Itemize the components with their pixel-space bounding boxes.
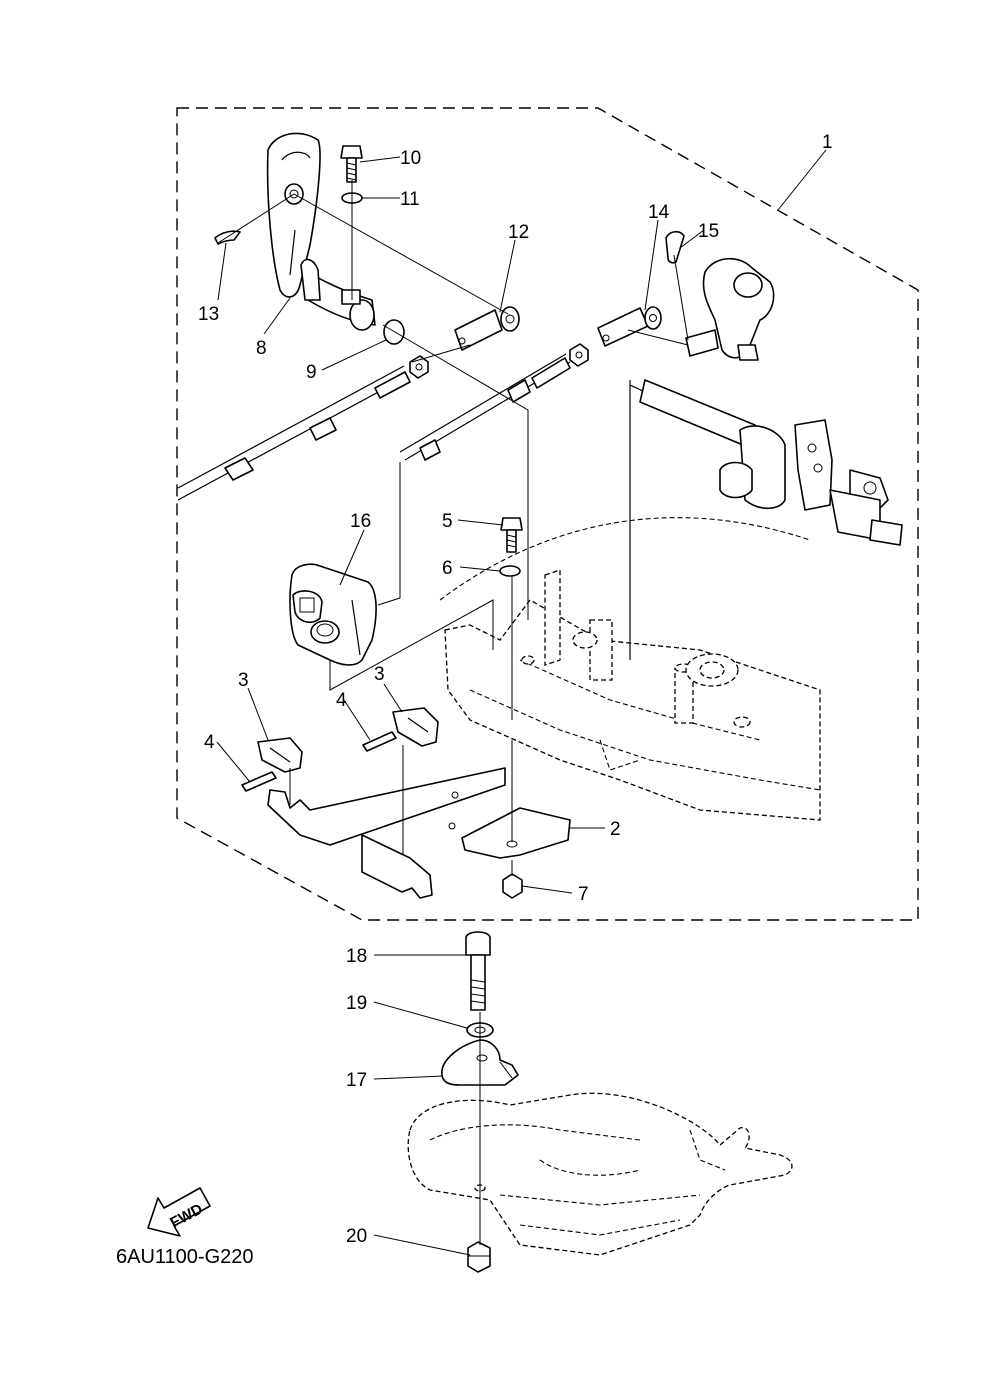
cable-nut-right	[569, 343, 589, 367]
callout-14: 14	[648, 202, 670, 223]
part-4-pin-left	[241, 771, 277, 792]
shift-shaft-assembly	[629, 379, 903, 660]
callout-20: 20	[346, 1226, 367, 1247]
callout-numbers: 1 2 3 3 4 4 5 6 7 8 9 10 11 12 13 14 15 …	[198, 132, 833, 1247]
part-4-pin-right	[362, 731, 397, 752]
part-14-cable-joint	[597, 306, 662, 347]
callout-10: 10	[400, 148, 421, 169]
part-8-remote-lever	[266, 132, 376, 331]
part-2-bracket	[461, 807, 571, 859]
callout-17: 17	[346, 1070, 367, 1091]
callout-9: 9	[306, 362, 317, 383]
assembly-boundary	[176, 107, 919, 921]
fwd-direction-arrow: FWD	[147, 1187, 211, 1237]
cable-nut-left	[409, 355, 429, 379]
callout-16: 16	[350, 511, 371, 532]
leader-lines	[216, 149, 827, 1256]
callout-5: 5	[442, 511, 453, 532]
part-6-washer	[499, 565, 521, 577]
callout-15: 15	[698, 221, 719, 242]
callout-2: 2	[610, 819, 621, 840]
callout-19: 19	[346, 993, 367, 1014]
part-12-cable-joint	[454, 306, 520, 351]
shift-lever	[685, 257, 775, 361]
part-15-clip	[665, 230, 685, 264]
mounting-plate	[267, 767, 506, 899]
callout-7: 7	[578, 884, 589, 905]
callout-18: 18	[346, 946, 367, 967]
throttle-cable	[177, 365, 411, 501]
callout-11: 11	[400, 189, 420, 210]
callout-3-right: 3	[374, 664, 385, 685]
part-10-screw	[340, 145, 363, 183]
callout-1: 1	[822, 132, 833, 153]
part-3-clamp-right	[392, 707, 439, 747]
bottom-cowling	[407, 1092, 793, 1256]
callout-12: 12	[508, 222, 529, 243]
callout-8: 8	[256, 338, 267, 359]
part-5-bolt	[500, 517, 523, 553]
callout-4-right: 4	[336, 690, 347, 711]
part-18-bolt	[465, 931, 491, 1011]
shift-cable	[399, 353, 571, 461]
part-7-nut	[502, 873, 523, 899]
diagram-code: 6AU1100-G220	[116, 1246, 254, 1268]
callout-6: 6	[442, 558, 453, 579]
assembly-lines	[217, 180, 689, 876]
callout-13: 13	[198, 304, 219, 325]
part-3-clamp-left	[257, 737, 303, 773]
callout-3-left: 3	[238, 670, 249, 691]
engine-base-upper	[439, 517, 821, 821]
part-20-nut	[467, 1241, 491, 1273]
callout-4-left: 4	[204, 732, 215, 753]
part-16-cable-holder	[289, 563, 377, 666]
